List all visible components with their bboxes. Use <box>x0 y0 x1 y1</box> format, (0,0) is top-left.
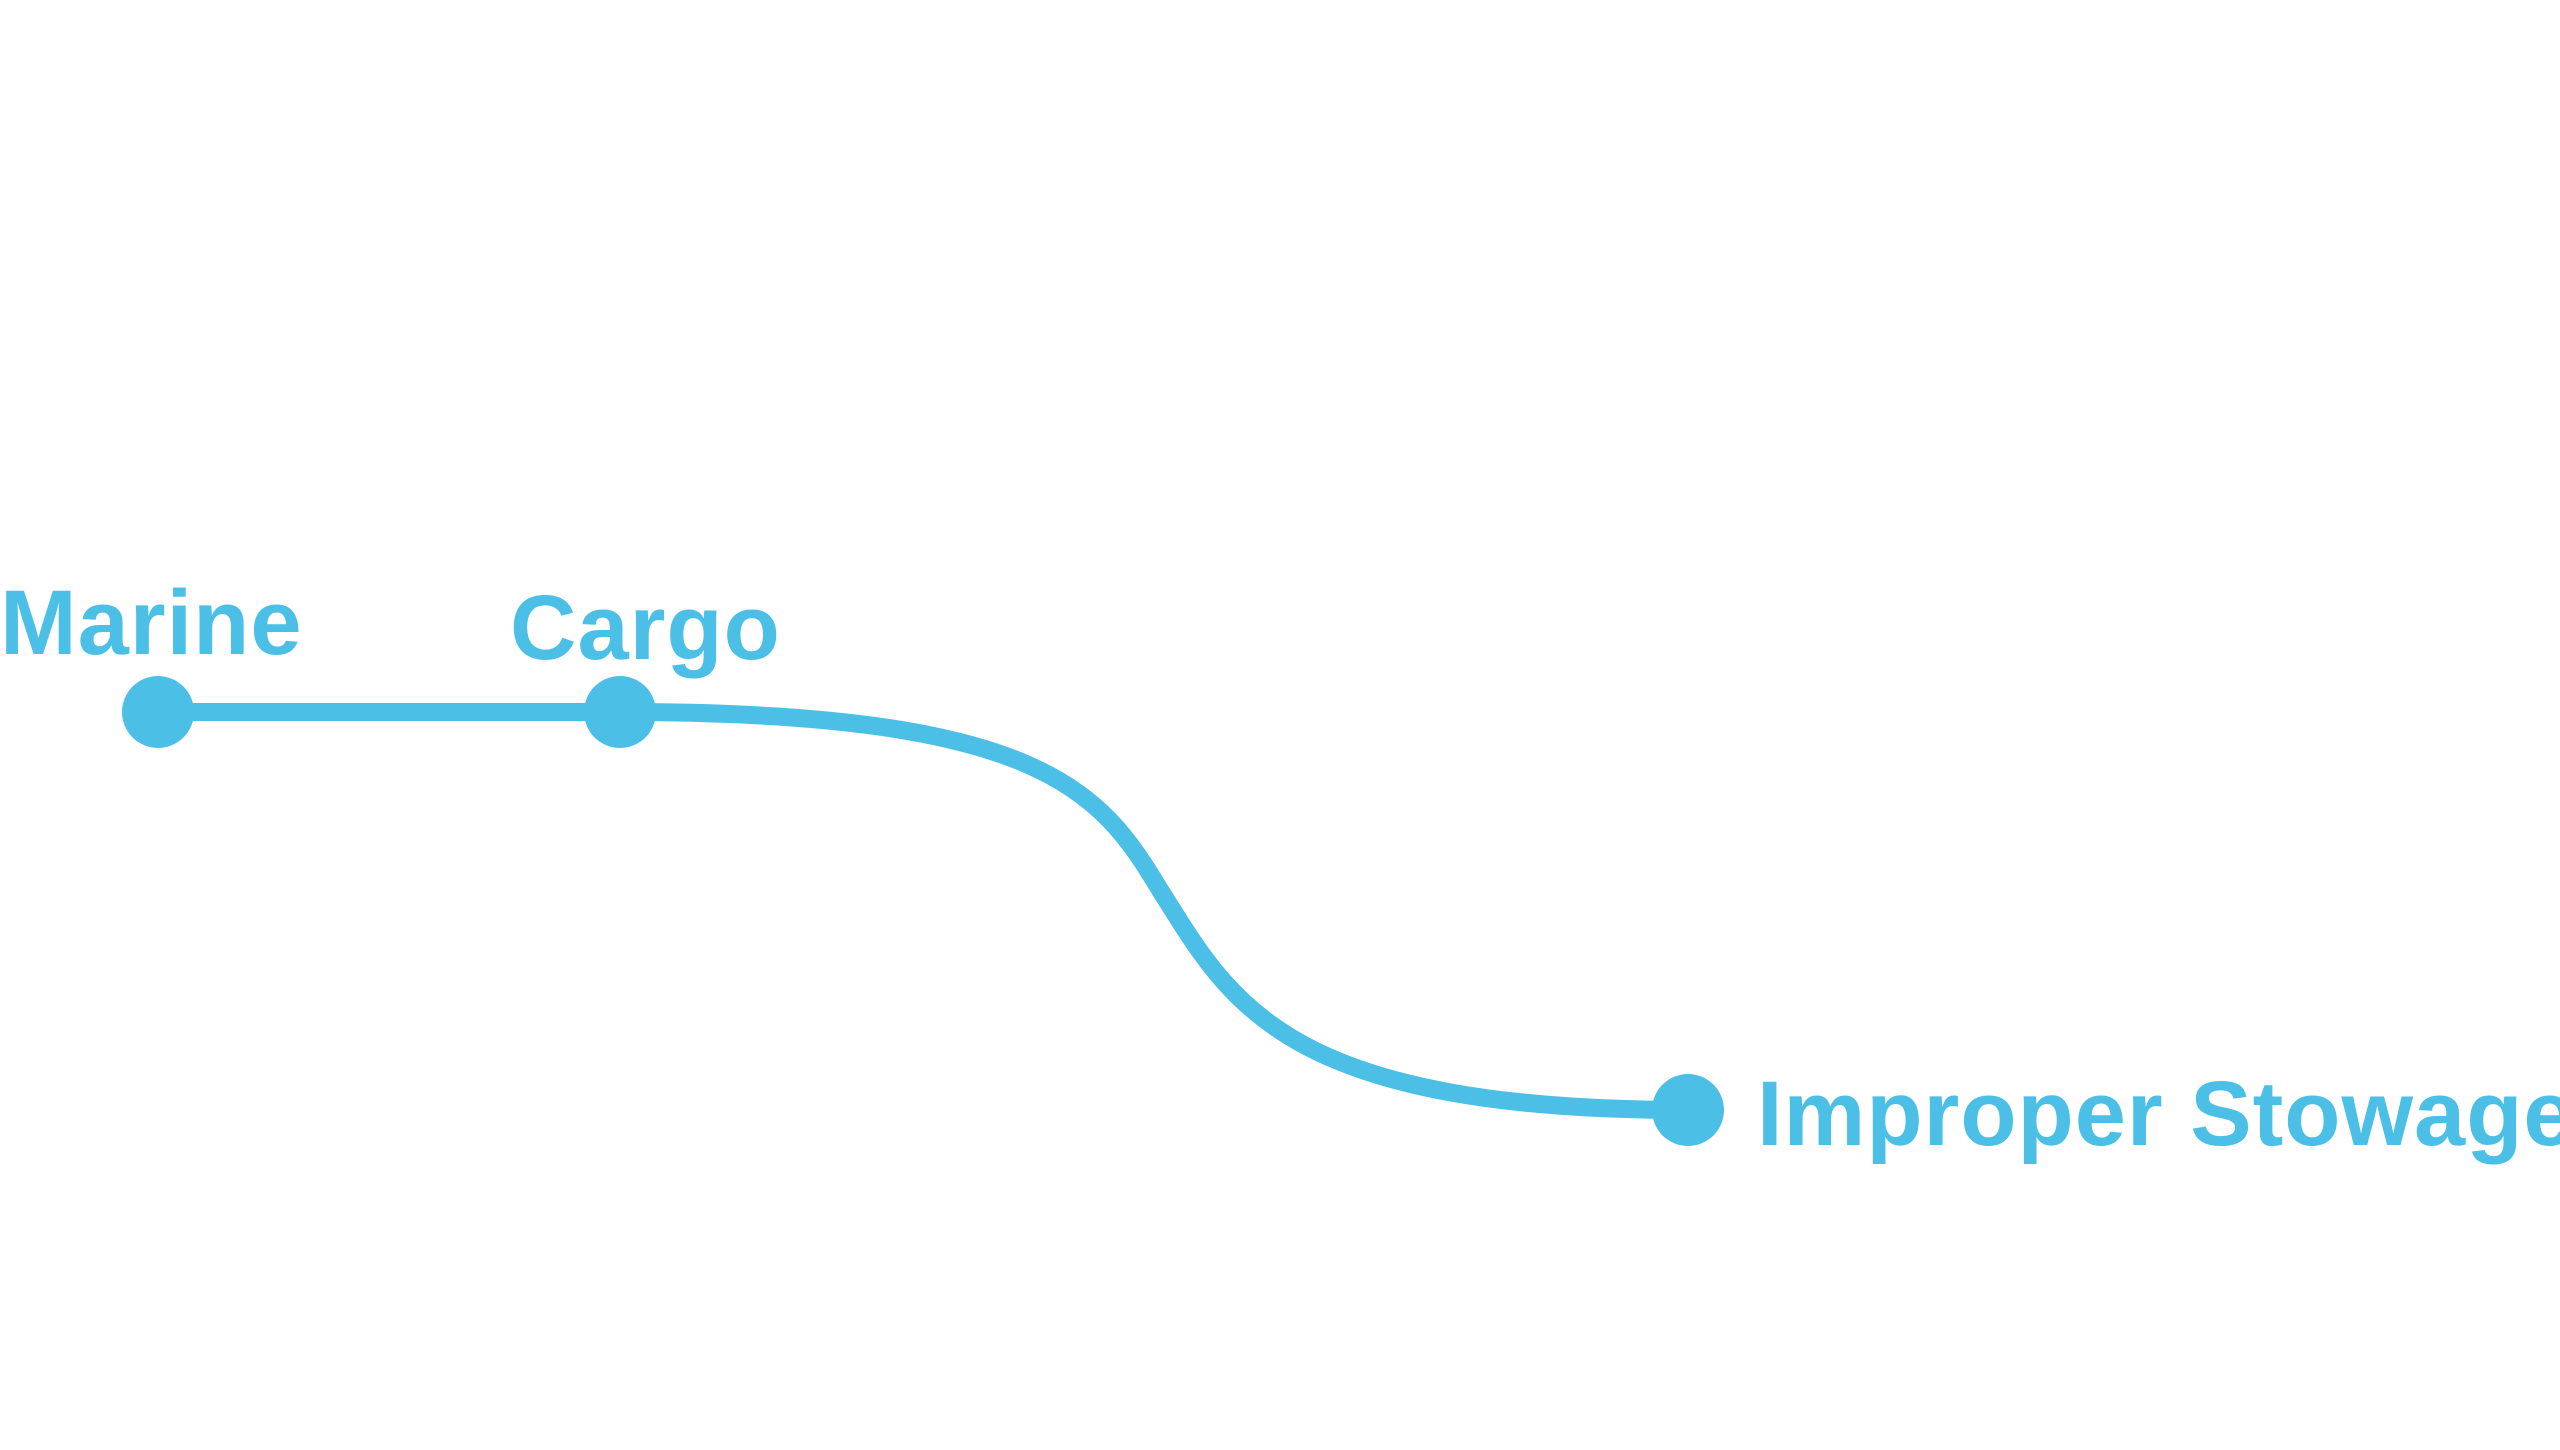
node-cargo-dot[interactable] <box>584 676 656 748</box>
edge-group <box>149 703 1697 1119</box>
node-cargo-label: Cargo <box>510 577 781 679</box>
node-improper-stowage-dot[interactable] <box>1652 1074 1724 1146</box>
edge-cargo-stowage <box>611 703 1697 1119</box>
node-marine-dot[interactable] <box>122 676 194 748</box>
node-group <box>122 676 1724 1146</box>
node-improper-stowage-label: Improper Stowage <box>1757 1063 2560 1165</box>
node-marine-label: Marine <box>0 572 303 674</box>
label-group: Marine Cargo Improper Stowage <box>0 572 2560 1165</box>
